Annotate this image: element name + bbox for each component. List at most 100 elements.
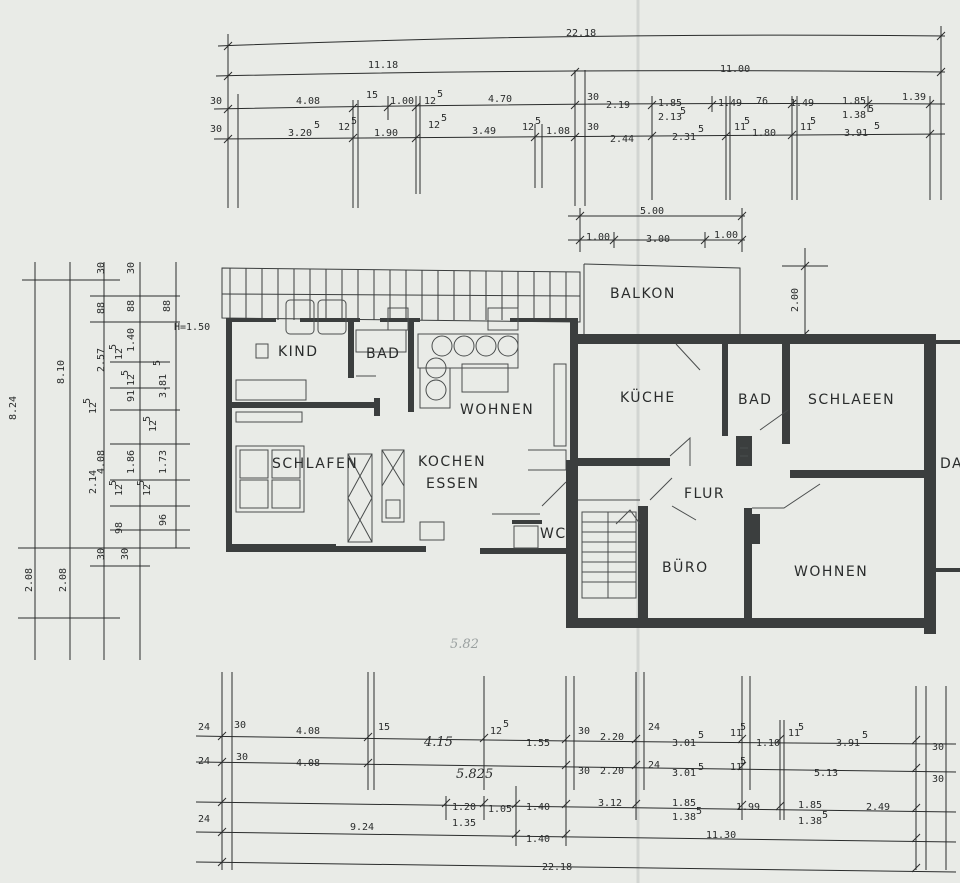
room-label-essen: ESSEN [426,476,479,492]
dim-label: 2.19 [606,100,630,111]
dim-label: 15 [378,722,390,733]
dim-balcony-depth: 2.00 [790,288,801,312]
dim-label: 4.70 [488,94,512,105]
dim-label: 12 [114,348,125,360]
dim-label: 1.80 [752,128,776,139]
dim-label: 12 [522,122,534,133]
room-label-da: DA [940,456,960,472]
dim-label: 5 [862,730,868,741]
dim-label: 5 [437,89,443,100]
dim-label: 1.85 [672,798,696,809]
dim-label: 1.55 [526,738,550,749]
dim-label: 30 [96,262,107,274]
top-dimension-chains: 22.18 11.18 11.00 30 4.08 15 1.00 12 5 4… [210,26,946,339]
dim-label: 24 [198,756,210,767]
dim-label: 2.08 [58,568,69,592]
room-label-bad-left: BAD [366,346,400,362]
dim-label: 30 [210,124,222,135]
dim-label: 5 [822,810,828,821]
dim-label: 5 [441,113,447,124]
dim-label: 5 [535,116,541,127]
dim-label: 1.90 [374,128,398,139]
dim-label: 4.08 [296,96,320,107]
dim-label: 1.20 [452,802,476,813]
dim-label: 4.08 [296,726,320,737]
dim-label: 5 [810,116,816,127]
schlafen-left-fixtures [235,411,567,549]
dim-top-overall: 22.18 [566,28,596,39]
dim-label: 11 [730,728,742,739]
room-label-kochen: KOCHEN [418,454,486,470]
height-label: H=1.50 [174,322,210,333]
dim-label: 15 [366,90,378,101]
dim-label: 5 [314,120,320,131]
dim-label: 11 [730,762,742,773]
dim-label: 12 [142,484,153,496]
room-label-bad-right: BAD [738,392,772,408]
dim-label: 5 [152,360,163,366]
dim-label: 3.49 [472,126,496,137]
dim-label: 11 [800,122,812,133]
dim-label: 3.01 [672,768,696,779]
dim-label: 5 [740,756,746,767]
dim-label: 1.35 [452,818,476,829]
dim-label: 5.13 [814,768,838,779]
right-apartment-doors-stairs [578,343,821,599]
room-label-schlafen-right: SCHLAEEN [808,392,895,408]
dim-label: 30 [578,766,590,777]
right-apartment: BALKON KÜCHE [566,263,960,634]
dim-label: 30 [210,96,222,107]
dim-label: 5 [680,106,686,117]
dim-left-overall: 8.24 [8,396,19,420]
dim-label: 2.57 [96,348,107,372]
dim-label: 11.30 [706,830,736,841]
dim-label: 5 [744,116,750,127]
dim-top-right-half: 11.00 [720,64,750,75]
dim-label: 5 [142,416,153,422]
dim-label: 1.49 [718,98,742,109]
pencil-note-mid: 5.82 [450,637,479,652]
dim-label: 12 [148,420,159,432]
dim-label: 1.85 [658,98,682,109]
dim-label: 98 [114,522,125,534]
dim-label: 96 [158,514,169,526]
dim-label: 4.08 [96,450,107,474]
left-apartment: KIND BAD WOHNEN SCHLAFEN KOCHEN ESSEN WC… [174,267,581,652]
dim-label: 5 [503,719,509,730]
room-label-flur: FLUR [684,486,725,502]
dim-label: 5 [82,398,93,404]
kitchen-counter [417,307,567,447]
dim-label: 4.08 [296,758,320,769]
dim-label: 1.40 [526,802,550,813]
dim-label: 5 [698,730,704,741]
kind-fixtures [235,299,347,401]
dim-label: 24 [648,760,660,771]
room-label-wohnen-left: WOHNEN [460,402,534,418]
dim-label: 5 [696,806,702,817]
dim-label: 12 [338,122,350,133]
dim-label: 3.91 [836,738,860,749]
dim-label: 30 [932,774,944,785]
dim-label: 1.99 [736,802,760,813]
dim-label: 5 [120,370,131,376]
dim-label: 2.44 [610,134,634,145]
dim-label: 30 [587,92,599,103]
dim-label: 1.40 [126,328,137,352]
dim-label: 12 [428,120,440,131]
dim-top-left-half: 11.18 [368,60,398,71]
dim-label: 2.14 [88,470,99,494]
dim-label: 2.20 [600,732,624,743]
room-label-kueche: KÜCHE [620,388,676,406]
dim-label: 24 [648,722,660,733]
dim-label: 12 [126,374,137,386]
dim-label: 5 [740,722,746,733]
balcony-railing-hatch [221,267,581,323]
dim-label: 1.85 [842,96,866,107]
dim-label: 30 [932,742,944,753]
dim-label: 5 [351,116,357,127]
pencil-note-bottom-1: 4.15 [423,735,453,750]
dim-label: 1.00 [714,230,738,241]
room-label-kind: KIND [278,344,319,360]
dim-label: 5 [874,121,880,132]
dim-label: 2.20 [600,766,624,777]
